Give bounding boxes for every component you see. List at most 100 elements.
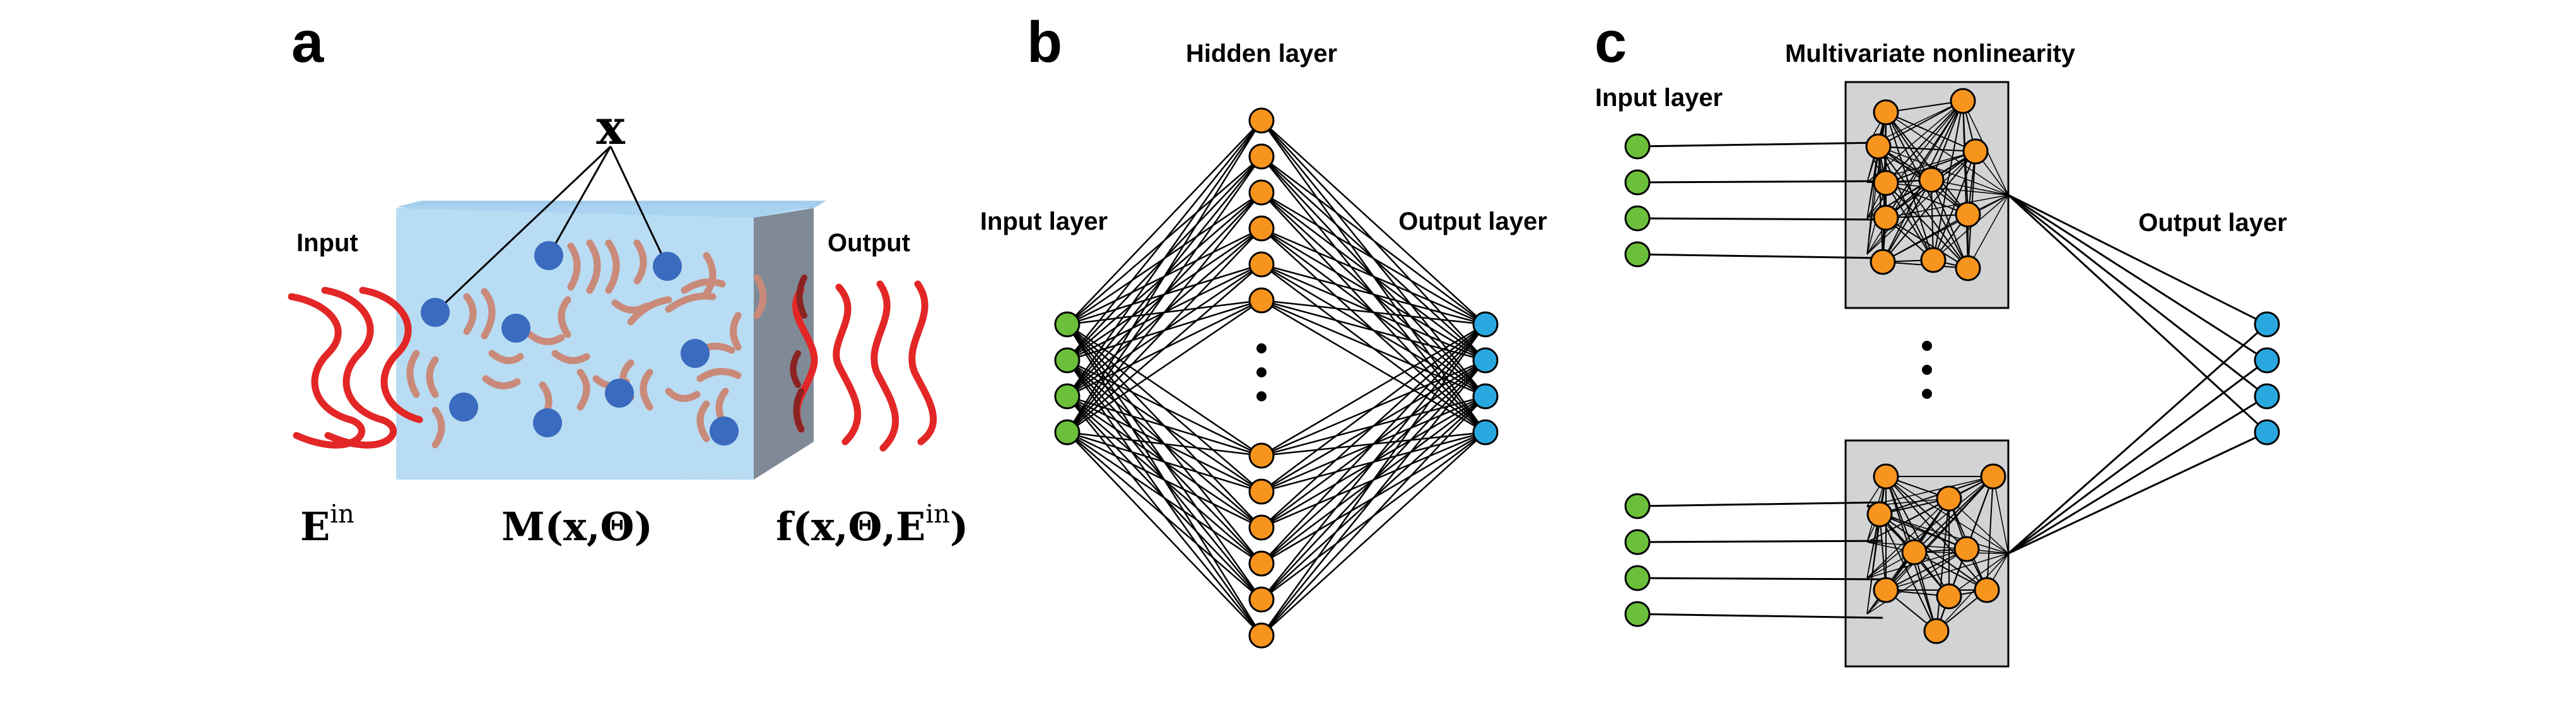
- nonlinear-node: [1873, 170, 1899, 196]
- connection-line: [1885, 112, 1932, 180]
- connection-line: [1261, 324, 1486, 564]
- nonlinear-node: [1936, 583, 1962, 610]
- connection-line: [1261, 155, 1486, 326]
- connection-line: [1261, 324, 1486, 528]
- connection-line: [1885, 194, 2009, 218]
- nonlinear-node: [1950, 88, 1976, 114]
- output-node: [1472, 347, 1499, 374]
- connection-line: [1882, 194, 2009, 263]
- connection-line: [1067, 431, 1262, 457]
- x-parameter-label: x: [596, 99, 625, 155]
- connection-line: [1261, 323, 1486, 493]
- connection-line: [1067, 192, 1262, 433]
- connection-line: [1866, 476, 1994, 507]
- connection-line: [1882, 179, 1932, 263]
- nonlinearity-label: Multivariate nonlinearity: [1785, 40, 2076, 68]
- connection-line: [2008, 395, 2268, 555]
- nonlinear-node: [1918, 167, 1945, 193]
- nonlinear-node: [1953, 536, 1980, 562]
- connection-line: [1885, 112, 1969, 215]
- connection-line: [1931, 100, 1964, 180]
- connection-line: [2008, 359, 2268, 555]
- hidden-node: [1248, 251, 1275, 278]
- connection-line: [1261, 299, 1486, 326]
- output-layer-label: Output layer: [2138, 209, 2287, 237]
- connection-line: [1637, 217, 1883, 221]
- hidden-node: [1248, 514, 1275, 541]
- nonlinear-node: [1865, 133, 1892, 160]
- connection-line: [1933, 194, 2009, 261]
- hidden-node: [1248, 478, 1275, 505]
- connection-line: [1914, 476, 1994, 553]
- connection-line: [1878, 146, 1969, 269]
- connection-line: [1637, 253, 1883, 259]
- eq-input: Ein: [300, 500, 354, 550]
- eq-model: M(x,Θ): [501, 504, 653, 550]
- input-node: [1624, 565, 1651, 591]
- input-label: Input: [296, 229, 358, 257]
- output-node: [2254, 383, 2280, 410]
- connection-line: [1067, 431, 1262, 565]
- connection-line: [1261, 323, 1486, 457]
- nonlinearity-box-top: [1844, 81, 2010, 309]
- nonlinear-node: [1901, 539, 1928, 565]
- nonlinear-node: [1873, 204, 1899, 231]
- connection-line: [2008, 194, 2268, 362]
- nonlinear-node: [1955, 255, 1981, 281]
- hidden-node: [1248, 586, 1275, 613]
- connection-line: [1067, 431, 1262, 493]
- nonlinear-node: [1936, 485, 1962, 512]
- output-node: [2254, 311, 2280, 338]
- connection-line: [1879, 476, 1994, 515]
- connection-line: [1885, 112, 2009, 196]
- nonlinear-node: [1974, 577, 2000, 603]
- connection-line: [1885, 100, 1964, 113]
- input-node: [1624, 529, 1651, 555]
- input-node: [1624, 601, 1651, 627]
- connection-line: [1879, 514, 2009, 554]
- connection-line: [1637, 577, 1883, 581]
- connection-line: [1066, 156, 1263, 433]
- connection-line: [1866, 179, 1932, 255]
- connection-line: [1067, 299, 1262, 434]
- connection-line: [1067, 432, 1262, 636]
- panel-letter-b: b: [1027, 10, 1062, 74]
- connection-line: [1885, 182, 1934, 261]
- connection-line: [1967, 194, 2009, 269]
- output-node: [2254, 347, 2280, 374]
- output-wave: [792, 280, 937, 452]
- connection-line: [1261, 432, 1486, 636]
- connection-line: [1885, 217, 1969, 269]
- output-node: [1472, 419, 1499, 446]
- b-ellipsis: [1256, 343, 1267, 401]
- output-node: [1472, 383, 1499, 410]
- connection-line: [1261, 324, 1486, 600]
- eq-output: f(x,Θ,Ein): [776, 500, 968, 550]
- connection-line: [1885, 476, 1950, 597]
- input-node: [1624, 169, 1651, 196]
- connection-line: [1914, 552, 1937, 632]
- pointer-lines: [434, 145, 669, 314]
- connection-line: [1885, 476, 2009, 554]
- nonlinear-node: [1873, 99, 1899, 126]
- connection-line: [1866, 514, 1880, 615]
- connection-line: [1261, 299, 1486, 434]
- nonlinear-node: [1873, 577, 1899, 603]
- connection-line: [1637, 501, 1883, 507]
- hidden-node: [1248, 550, 1275, 577]
- panel-b: b Hidden layer Input layer Output layer: [980, 10, 1547, 649]
- medium-block-side: [754, 208, 814, 480]
- connection-line: [1948, 498, 2009, 554]
- connection-line: [1067, 120, 1262, 325]
- connection-line: [1962, 100, 1969, 269]
- connection-line: [1067, 359, 1262, 457]
- b-connections: [1066, 120, 1487, 636]
- hidden-node: [1248, 442, 1275, 469]
- connection-line: [1067, 432, 1262, 600]
- connection-line: [1261, 360, 1486, 636]
- connection-line: [2008, 323, 2268, 555]
- hidden-node: [1248, 287, 1275, 314]
- scatterers: [421, 241, 739, 446]
- connection-line: [1878, 146, 2009, 196]
